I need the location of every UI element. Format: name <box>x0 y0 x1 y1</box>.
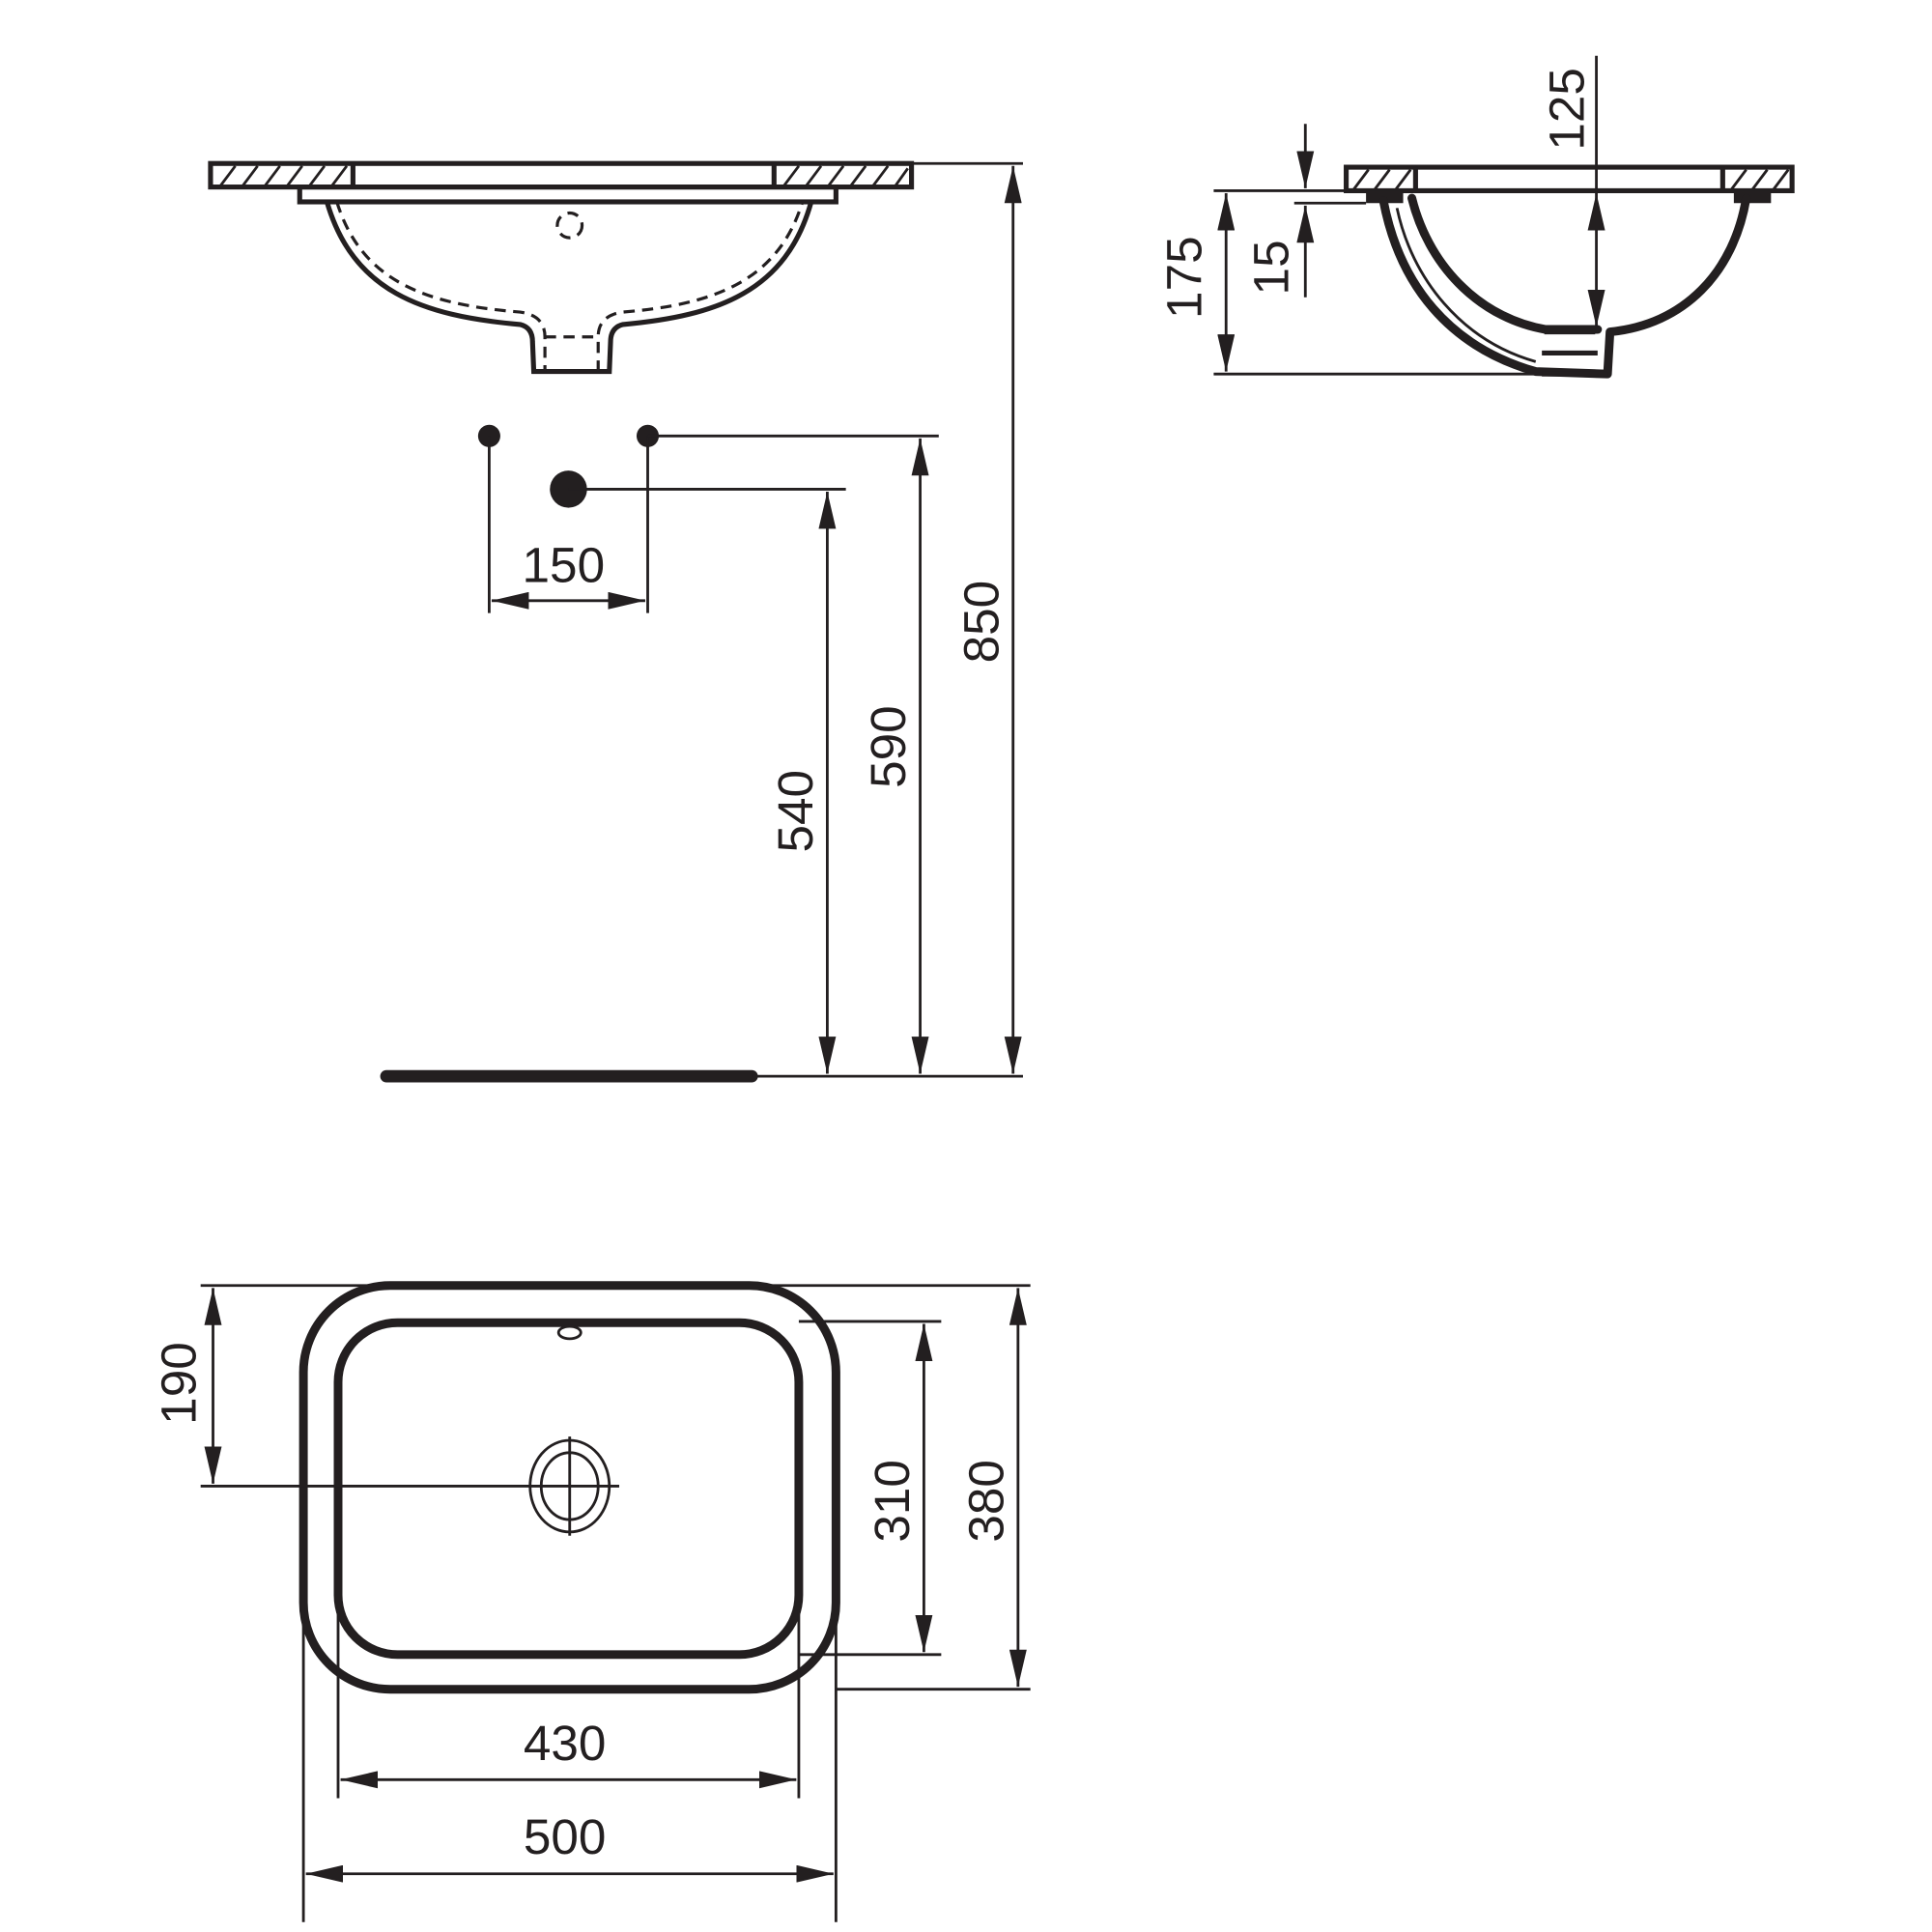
dim-label-outer-width: 500 <box>524 1809 607 1864</box>
dim-label-supply-height: 590 <box>861 705 916 788</box>
basin-rim <box>297 185 838 205</box>
basin-body-outline <box>325 201 814 375</box>
dim-label-overall-depth: 175 <box>1157 236 1212 319</box>
dim-label-inner-width: 430 <box>524 1716 607 1771</box>
front-elevation-view: 150 540 590 850 <box>208 160 1023 1083</box>
dim-label-inner-depth: 310 <box>865 1460 920 1543</box>
dim-label-bowl-depth: 125 <box>1540 68 1595 151</box>
countertop-section <box>208 160 915 190</box>
dim-label-rim-offset: 15 <box>1243 240 1298 295</box>
dim-label-outer-depth: 380 <box>958 1460 1013 1543</box>
basin-inner-outline <box>333 1318 804 1660</box>
overflow-hole-icon <box>555 211 584 240</box>
bowl-section-outer <box>1378 193 1751 379</box>
side-section-view: 125 175 15 <box>1157 55 1795 379</box>
dim-label-waste-center: 190 <box>152 1342 207 1425</box>
dim-label-top-height: 850 <box>953 581 1009 664</box>
bowl-section-inner <box>1407 193 1603 334</box>
dim-label-waste-height: 540 <box>768 770 823 853</box>
plan-view: 190 310 380 430 500 <box>152 1281 1031 1922</box>
dim-label-tap-spacing: 150 <box>523 538 606 593</box>
basin-inner-dashed <box>335 201 805 372</box>
overflow-slot-icon <box>556 1324 582 1341</box>
waste-outlet-icon <box>200 1436 620 1536</box>
